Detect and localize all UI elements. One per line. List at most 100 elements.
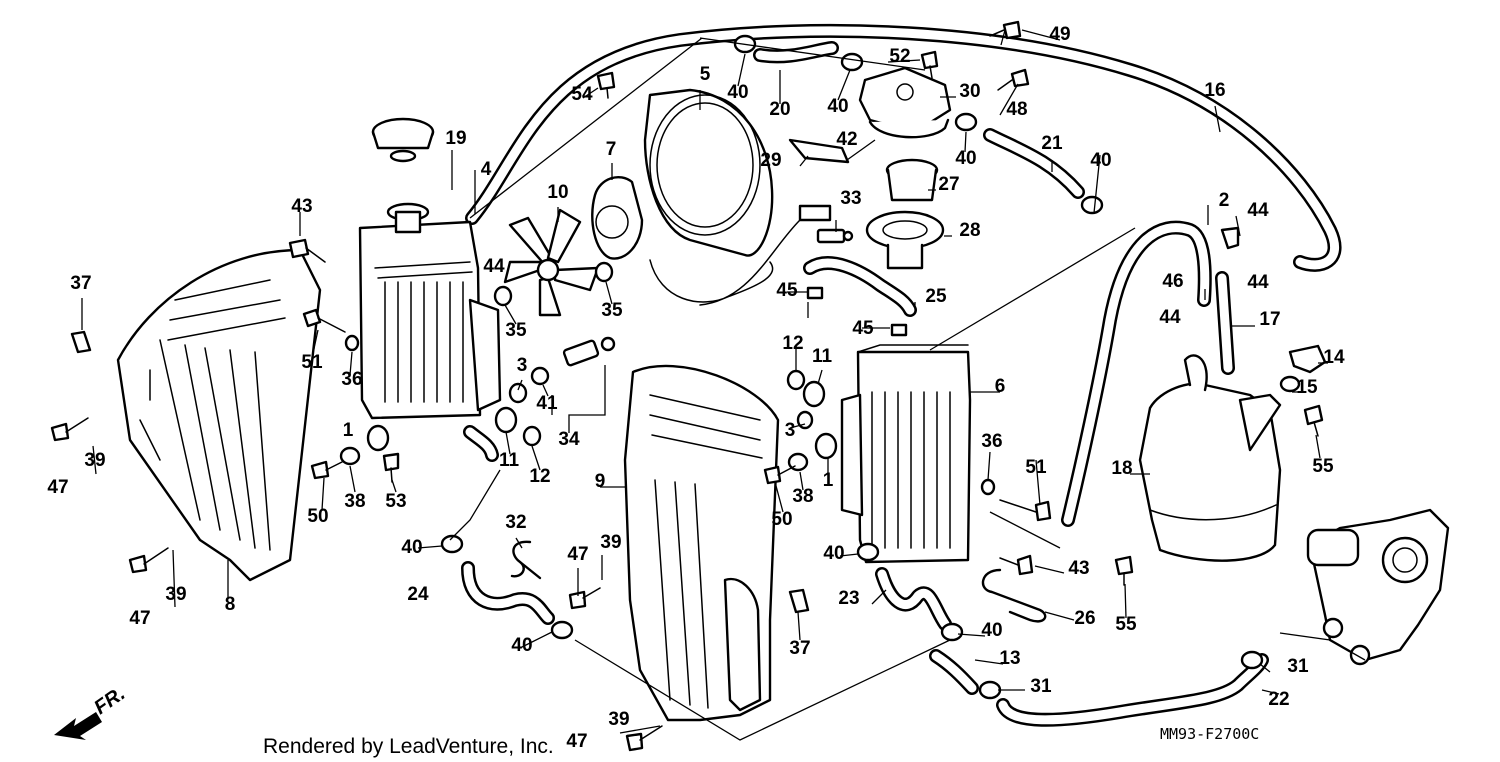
callout-c22: 22 [1268, 689, 1289, 710]
callout-c36b: 36 [981, 431, 1002, 452]
callout-c17: 17 [1259, 309, 1280, 330]
callout-c40g: 40 [823, 543, 844, 564]
hose-23 [875, 567, 952, 631]
callout-c35: 35 [505, 320, 527, 341]
callout-c21: 21 [1041, 133, 1063, 154]
callout-c14: 14 [1323, 347, 1345, 368]
callout-c44b: 44 [1247, 200, 1269, 221]
callout-c3b: 3 [785, 420, 796, 441]
callout-c12b: 12 [782, 333, 803, 354]
temperature-sensor [816, 228, 854, 244]
thermostat-housing-cover [858, 66, 952, 139]
grommets [339, 261, 996, 496]
o-ring-41 [530, 366, 550, 386]
clip-26 [981, 568, 1047, 623]
hose-17 [1215, 271, 1235, 375]
hose-clamps [440, 34, 1264, 700]
callout-c20: 20 [769, 99, 790, 120]
thermo-switch [562, 336, 616, 367]
callout-c26: 26 [1074, 608, 1095, 629]
hose-21 [983, 128, 1085, 199]
callout-c25: 25 [925, 286, 947, 307]
elbow-hose-left [463, 425, 499, 462]
callout-c41: 41 [536, 393, 558, 414]
callout-c18: 18 [1111, 458, 1132, 479]
callout-c38: 38 [344, 491, 365, 512]
callout-c15: 15 [1296, 377, 1318, 398]
callout-c44d: 44 [1159, 307, 1181, 328]
callout-c4: 4 [481, 159, 492, 180]
left-radiator-shroud [116, 248, 322, 582]
callout-c40b: 40 [827, 96, 848, 117]
callout-c55: 55 [1312, 456, 1334, 477]
callout-c38b: 38 [792, 486, 813, 507]
callout-c39c: 39 [600, 532, 621, 553]
callout-c48: 48 [1006, 99, 1027, 120]
callout-c50: 50 [307, 506, 328, 527]
fan-motor [591, 176, 644, 260]
callout-c33: 33 [840, 188, 861, 209]
leader-lines [81, 29, 1366, 741]
hose-joint-2 [1220, 226, 1240, 250]
callout-c55b: 55 [1115, 614, 1137, 635]
callout-labels: 1123345678910111112121314151617181920212… [47, 24, 1345, 752]
callout-c47c: 47 [567, 544, 588, 565]
callout-c11b: 11 [812, 346, 833, 367]
callout-c8: 8 [225, 594, 236, 615]
callout-c13: 13 [999, 648, 1020, 669]
clip-32 [510, 540, 542, 580]
hose-20 [753, 41, 839, 64]
callout-c27: 27 [938, 174, 959, 195]
callout-c1b: 1 [823, 470, 834, 491]
callout-c31: 31 [1287, 656, 1309, 677]
front-direction-arrow: FR. [54, 683, 129, 740]
callout-c35b: 35 [601, 300, 623, 321]
callout-c44c: 44 [1247, 272, 1269, 293]
callout-c40h: 40 [981, 620, 1002, 641]
hose-46 [1061, 220, 1212, 527]
callout-c3: 3 [517, 355, 528, 376]
callout-c51b: 51 [1025, 457, 1047, 478]
callout-c9: 9 [595, 471, 606, 492]
callout-c6: 6 [995, 376, 1006, 397]
callout-c37b: 37 [789, 638, 810, 659]
thermostat-housing [865, 210, 945, 270]
callout-c40c: 40 [955, 148, 976, 169]
drawing-code: MM93-F2700C [1160, 725, 1259, 743]
callout-c28: 28 [959, 220, 980, 241]
left-radiator [358, 202, 502, 420]
callout-c12: 12 [529, 466, 550, 487]
callout-c50b: 50 [771, 509, 792, 530]
callout-c43: 43 [291, 196, 312, 217]
callout-c31b: 31 [1030, 676, 1052, 697]
callout-c5: 5 [700, 64, 711, 85]
thermostat [885, 158, 939, 202]
callout-c2: 2 [1219, 190, 1230, 211]
callout-c24: 24 [407, 584, 429, 605]
bracket-29 [788, 138, 850, 164]
hose-13 [929, 649, 979, 695]
callout-c47b: 47 [129, 608, 150, 629]
callout-c29: 29 [760, 150, 781, 171]
callout-c49: 49 [1049, 24, 1070, 45]
callout-c23: 23 [838, 588, 859, 609]
callout-c37: 37 [70, 273, 91, 294]
washer-15 [1279, 375, 1301, 393]
callout-c16: 16 [1204, 80, 1225, 101]
fan-wiring [649, 209, 831, 306]
callout-c40e: 40 [401, 537, 422, 558]
radiator-cap [371, 117, 435, 163]
reserve-tank [1138, 354, 1282, 562]
callout-c39: 39 [84, 450, 105, 471]
callout-c40d: 40 [1090, 150, 1111, 171]
reservoir-cap [1288, 344, 1327, 374]
callout-c19: 19 [445, 128, 466, 149]
cooling-fan [503, 208, 600, 317]
callout-c39b: 39 [165, 584, 186, 605]
callout-c54: 54 [571, 84, 593, 105]
callout-c45: 45 [776, 280, 798, 301]
callout-c52: 52 [889, 46, 910, 67]
callout-c40f: 40 [511, 635, 532, 656]
water-pump [1306, 508, 1450, 666]
